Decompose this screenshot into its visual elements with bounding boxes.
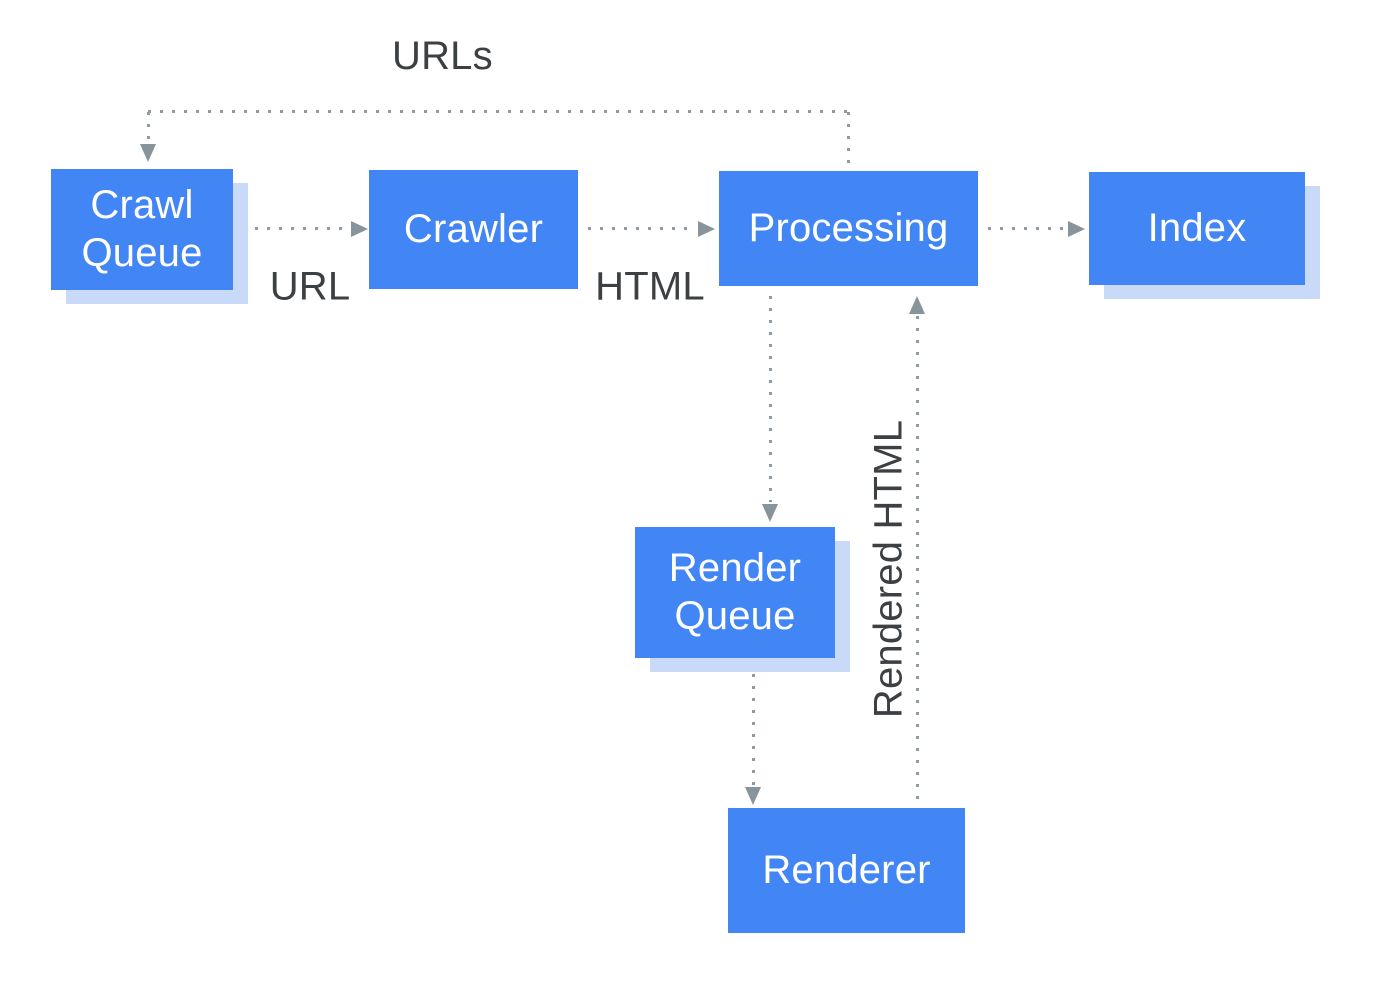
connector-crawlqueue-to-crawler: [255, 227, 350, 230]
connector-processing-to-index: [988, 227, 1066, 230]
node-processing-label: Processing: [748, 205, 949, 250]
connector-urls-loop-horizontal: [148, 110, 848, 113]
node-crawler-label: Crawler: [403, 206, 544, 251]
arrow-head-right-icon: [351, 221, 368, 237]
node-processing: Processing: [719, 171, 978, 286]
connector-crawler-to-processing: [588, 227, 696, 230]
arrow-head-down-icon: [140, 144, 156, 162]
connector-renderer-to-processing: [916, 316, 919, 806]
node-render-queue: Render Queue: [635, 527, 835, 658]
arrow-head-down-icon: [762, 504, 778, 522]
node-crawl-queue-label: Crawl Queue: [81, 183, 203, 275]
arrow-head-down-icon: [745, 787, 761, 805]
node-renderer: Renderer: [728, 808, 965, 933]
node-render-queue-label: Render Queue: [668, 546, 802, 638]
arrow-head-right-icon: [1068, 221, 1085, 237]
edge-label-url: URL: [269, 264, 351, 309]
edge-label-rendered-html: Rendered HTML: [866, 419, 911, 719]
connector-urls-loop-right-vertical: [847, 112, 850, 164]
node-index: Index: [1089, 172, 1305, 285]
node-crawl-queue: Crawl Queue: [51, 169, 233, 290]
node-renderer-label: Renderer: [762, 847, 931, 892]
connector-processing-to-renderqueue: [769, 296, 772, 502]
connector-renderqueue-to-renderer: [752, 674, 755, 786]
arrow-head-up-icon: [909, 296, 925, 314]
edge-label-urls: URLs: [392, 34, 493, 78]
arrow-head-right-icon: [698, 221, 715, 237]
node-crawler: Crawler: [369, 170, 578, 289]
node-index-label: Index: [1147, 205, 1247, 250]
edge-label-html: HTML: [595, 264, 705, 309]
connector-urls-loop-left-vertical: [147, 112, 150, 144]
